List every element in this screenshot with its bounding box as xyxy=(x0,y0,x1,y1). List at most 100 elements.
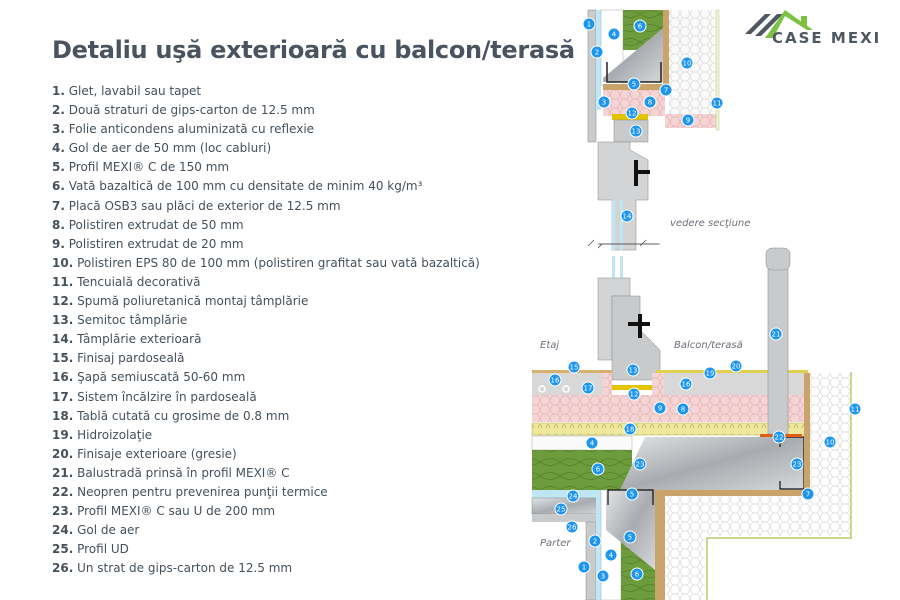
callout-marker-5: 5 xyxy=(625,487,639,501)
legend-text: Un strat de gips-carton de 12.5 mm xyxy=(77,561,293,576)
legend-item: 26. Un strat de gips-carton de 12.5 mm xyxy=(52,559,480,578)
page-title: Detaliu uşă exterioară cu balcon/terasă xyxy=(52,36,575,64)
logo-text: CASE MEXI xyxy=(772,29,882,47)
legend-number: 13. xyxy=(52,313,74,328)
callout-number: 13 xyxy=(629,367,638,375)
legend-text: Vată bazaltică de 100 mm cu densitate de… xyxy=(68,179,423,194)
callout-marker-5: 5 xyxy=(623,530,637,544)
legend-item: 9. Polistiren extrudat de 20 mm xyxy=(52,235,480,254)
callout-marker-2: 2 xyxy=(590,45,604,59)
legend-item: 4. Gol de aer de 50 mm (loc cabluri) xyxy=(52,139,480,158)
legend-item: 3. Folie anticondens aluminizată cu refl… xyxy=(52,120,480,139)
callout-marker-23: 23 xyxy=(790,457,804,471)
legend-item: 20. Finisaje exterioare (gresie) xyxy=(52,445,480,464)
callout-marker-20: 20 xyxy=(729,359,743,373)
callout-marker-14: 14 xyxy=(620,209,634,223)
callout-number: 15 xyxy=(570,364,579,372)
legend-text: Profil UD xyxy=(77,542,129,557)
callout-marker-6: 6 xyxy=(630,567,644,581)
callout-number: 10 xyxy=(683,60,692,68)
callout-number: 7 xyxy=(806,491,810,499)
callout-number: 23 xyxy=(636,461,645,469)
callout-number: 5 xyxy=(632,81,636,89)
legend-text: Semitoc tâmplărie xyxy=(77,313,188,328)
callout-number: 6 xyxy=(635,571,640,579)
legend-text: Hidroizolaţie xyxy=(77,427,153,442)
legend-text: Şapă semiuscată 50-60 mm xyxy=(77,370,246,385)
callout-number: 4 xyxy=(609,552,614,560)
legend-text: Spumă poliuretanică montaj tâmplărie xyxy=(77,294,309,309)
callout-marker-13: 13 xyxy=(626,363,640,377)
callout-marker-1: 1 xyxy=(577,560,591,574)
legend-item: 24. Gol de aer xyxy=(52,521,480,540)
legend-text: Tencuială decorativă xyxy=(77,274,201,289)
legend-text: Sistem încălzire în pardoseală xyxy=(77,389,257,404)
legend-text: Tâmplărie exterioară xyxy=(77,332,202,347)
callout-marker-4: 4 xyxy=(585,436,599,450)
legend-number: 23. xyxy=(52,504,74,519)
callout-marker-18: 18 xyxy=(623,422,637,436)
callout-number: 9 xyxy=(658,405,662,413)
ground-floor-label: Parter xyxy=(540,538,571,549)
callout-marker-22: 22 xyxy=(772,430,786,444)
callout-number: 2 xyxy=(593,538,597,546)
legend-item: 16. Şapă semiuscată 50-60 mm xyxy=(52,368,480,387)
callout-marker-8: 8 xyxy=(676,402,690,416)
callout-number: 25 xyxy=(557,506,566,514)
callout-marker-26: 26 xyxy=(565,520,579,534)
legend-number: 3. xyxy=(52,122,65,137)
callout-marker-16: 16 xyxy=(679,377,693,391)
callout-marker-15: 15 xyxy=(567,360,581,374)
legend-item: 11. Tencuială decorativă xyxy=(52,273,480,292)
door-frame xyxy=(597,141,661,381)
legend-item: 2. Două straturi de gips-carton de 12.5 … xyxy=(52,101,480,120)
legend-item: 1. Glet, lavabil sau tapet xyxy=(52,82,480,101)
callout-marker-5: 5 xyxy=(627,77,641,91)
callout-marker-25: 25 xyxy=(554,502,568,516)
callout-marker-8: 8 xyxy=(643,95,657,109)
legend-item: 10. Polistiren EPS 80 de 100 mm (polisti… xyxy=(52,254,480,273)
legend-number: 20. xyxy=(52,446,74,461)
legend-text: Folie anticondens aluminizată cu reflexi… xyxy=(68,122,315,137)
callout-number: 6 xyxy=(596,466,601,474)
legend-item: 21. Balustradă prinsă în profil MEXI® C xyxy=(52,464,480,483)
legend-text: Finisaje exterioare (gresie) xyxy=(77,446,237,461)
callout-number: 9 xyxy=(686,117,690,125)
callout-marker-21: 21 xyxy=(769,327,783,341)
legend-item: 15. Finisaj pardoseală xyxy=(52,349,480,368)
legend-item: 13. Semitoc tâmplărie xyxy=(52,311,480,330)
legend-text: Două straturi de gips-carton de 12.5 mm xyxy=(68,103,315,118)
callout-number: 6 xyxy=(638,23,643,31)
callout-number: 12 xyxy=(630,391,639,399)
callout-number: 5 xyxy=(628,534,632,542)
legend-number: 1. xyxy=(52,84,65,98)
logo-roof-icon xyxy=(745,10,813,38)
legend-text: Profil MEXI® C sau U de 200 mm xyxy=(77,504,276,519)
legend-item: 5. Profil MEXI® C de 150 mm xyxy=(52,158,480,177)
floor-section xyxy=(531,247,852,600)
legend-number: 5. xyxy=(52,160,65,175)
legend-item: 23. Profil MEXI® C sau U de 200 mm xyxy=(52,502,480,521)
callout-marker-9: 9 xyxy=(653,401,667,415)
legend-text: Balustradă prinsă în profil MEXI® C xyxy=(77,465,290,480)
callout-marker-10: 10 xyxy=(680,56,694,70)
callout-number: 5 xyxy=(630,491,634,499)
callout-marker-17: 17 xyxy=(581,381,595,395)
legend-text: Placă OSB3 sau plăci de exterior de 12.5… xyxy=(68,198,341,213)
legend-text: Glet, lavabil sau tapet xyxy=(68,84,202,98)
legend-item: 8. Polistiren extrudat de 50 mm xyxy=(52,216,480,235)
legend-text: Finisaj pardoseală xyxy=(77,351,185,366)
callout-number: 4 xyxy=(590,440,595,448)
callout-marker-9: 9 xyxy=(681,113,695,127)
callout-number: 1 xyxy=(587,21,591,29)
legend-item: 25. Profil UD xyxy=(52,540,480,559)
callout-number: 3 xyxy=(602,99,606,107)
callout-number: 11 xyxy=(713,100,722,108)
callout-marker-23: 23 xyxy=(633,457,647,471)
legend-number: 14. xyxy=(52,332,74,347)
legend-number: 21. xyxy=(52,465,74,480)
callout-number: 24 xyxy=(569,493,578,501)
legend-number: 12. xyxy=(52,294,74,309)
